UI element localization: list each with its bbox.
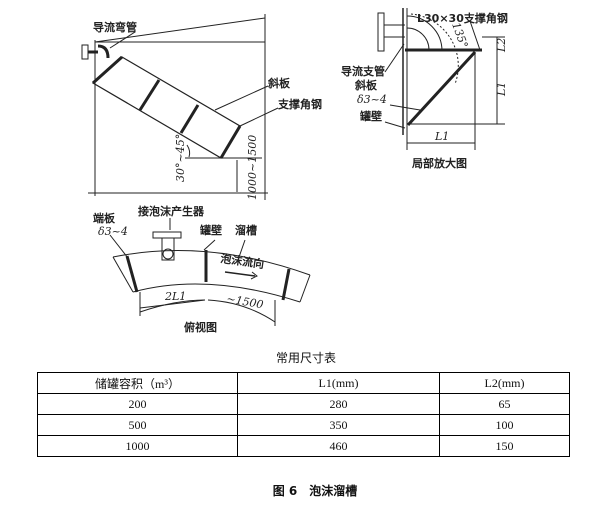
label-L2: L2 (495, 38, 508, 53)
label-foam-generator: 接泡沫产生器 (138, 204, 205, 218)
label-L1-horizontal: L1 (434, 130, 449, 143)
label-support-angle-steel: 支撑角钢 (277, 97, 322, 111)
header-L1: L1(mm) (237, 372, 440, 394)
cell: 500 (37, 414, 238, 436)
cell: 100 (439, 414, 570, 436)
table-title: 常用尺寸表 (275, 351, 336, 365)
detail-view: L30×30支撑角钢 135° 导流支管 斜板 δ3~4 罐壁 L2 L1 L1… (341, 8, 508, 170)
label-thickness: δ3~4 (98, 225, 128, 238)
label-height: 1000~1500 (246, 135, 259, 200)
cell: 350 (237, 414, 440, 436)
table-header-row: 储罐容积（m³） L1(mm) L2(mm) (37, 372, 570, 394)
foam-chute-drawing: 导流弯管 斜板 支撑角钢 30°~45° 1000~1500 L30×30支撑角… (81, 8, 508, 334)
label-tank-wall: 罐壁 (199, 223, 222, 237)
pipe-flange-icon (81, 44, 89, 60)
label-spacing: 2L1 (164, 290, 186, 303)
label-thickness: δ3~4 (357, 93, 387, 106)
table-row: 500 350 100 (37, 414, 570, 436)
detail-view-title: 局部放大图 (411, 156, 467, 170)
dimension-table: 储罐容积（m³） L1(mm) L2(mm) 200 280 65 500 35… (37, 372, 570, 457)
header-L2: L2(mm) (439, 372, 570, 394)
cell: 460 (237, 435, 440, 457)
label-angle-steel: L30×30支撑角钢 (417, 11, 508, 25)
label-chute: 溜槽 (235, 223, 257, 237)
table-row: 1000 460 150 (37, 435, 570, 457)
label-foam-flow: 泡沫流向 (220, 251, 266, 271)
top-view-title: 俯视图 (184, 320, 217, 334)
pipe-flange-icon (377, 12, 385, 52)
label-length: ~1500 (225, 292, 264, 311)
label-angle: 30°~45° (174, 134, 187, 182)
header-tank-volume: 储罐容积（m³） (37, 372, 238, 394)
cell: 200 (37, 393, 238, 415)
label-guide-branch-pipe: 导流支管 (341, 64, 385, 78)
figure-caption: 图 6 泡沫溜槽 (272, 484, 358, 498)
table-row: 200 280 65 (37, 393, 570, 415)
cell: 1000 (37, 435, 238, 457)
cell: 150 (439, 435, 570, 457)
label-tank-wall: 罐壁 (359, 109, 382, 123)
label-inclined-plate: 斜板 (267, 76, 291, 90)
label-end-plate: 端板 (93, 211, 116, 225)
cell: 65 (439, 393, 570, 415)
cell: 280 (237, 393, 440, 415)
label-L1-vertical: L1 (495, 82, 508, 97)
side-view: 导流弯管 斜板 支撑角钢 30°~45° 1000~1500 (81, 14, 322, 200)
label-inclined-plate: 斜板 (354, 78, 378, 92)
top-view: 端板 δ3~4 接泡沫产生器 罐壁 溜槽 泡沫流向 2L1 ~1500 俯视图 (93, 204, 311, 334)
label-guide-elbow: 导流弯管 (93, 20, 137, 34)
